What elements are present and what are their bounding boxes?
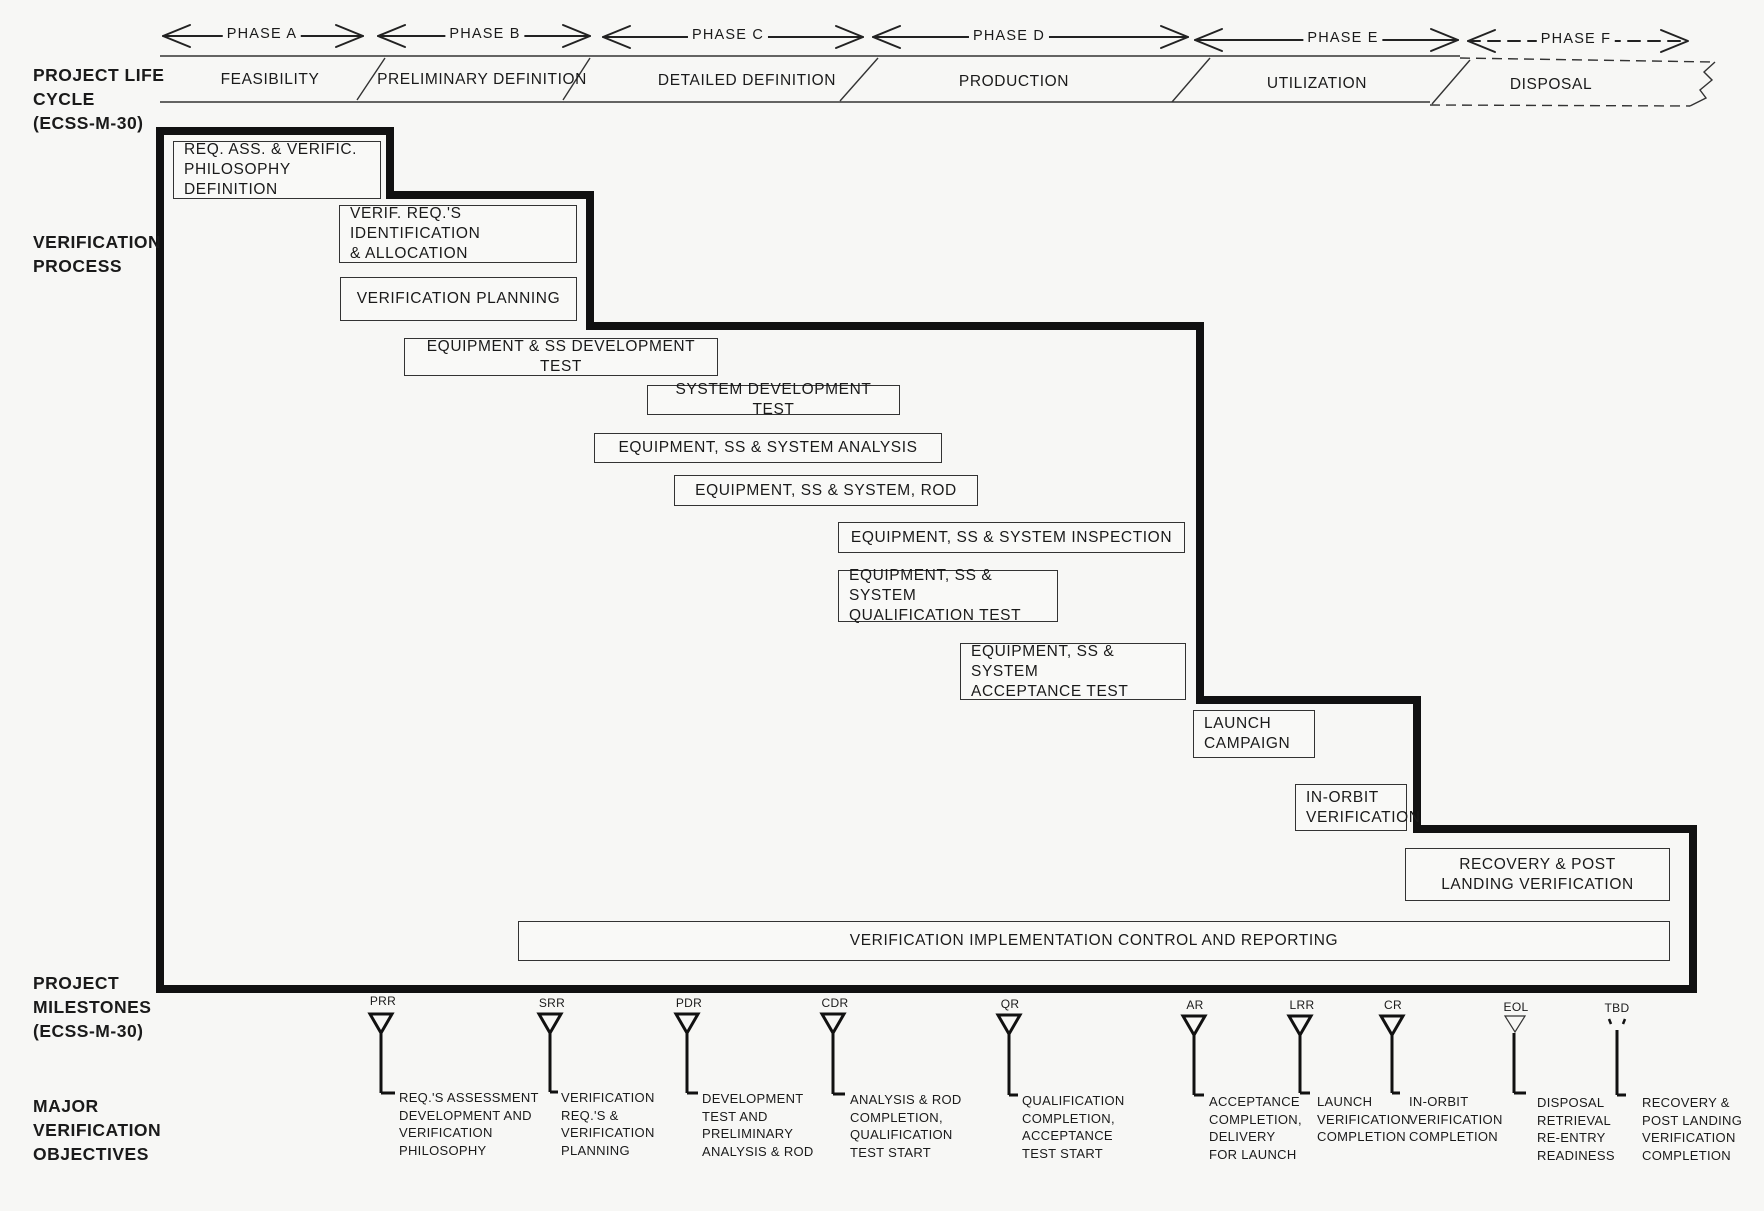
milestone-srr: SRR xyxy=(538,996,566,1010)
lifecycle-preliminary-definition: PRELIMINARY DEFINITION xyxy=(377,71,587,88)
phase-c-label: PHASE C xyxy=(687,27,769,43)
objective-cdr: ANALYSIS & ROD COMPLETION, QUALIFICATION… xyxy=(850,1092,962,1160)
objectives-label: MAJOR VERIFICATION OBJECTIVES xyxy=(33,1096,162,1164)
milestones-label: PROJECT MILESTONES (ECSS-M-30) xyxy=(33,973,152,1041)
milestone-cdr: CDR xyxy=(821,996,849,1010)
lifecycle-disposal: DISPOSAL xyxy=(1509,76,1593,93)
objective-cr: IN-ORBIT VERIFICATION COMPLETION xyxy=(1409,1094,1503,1144)
milestone-pdr: PDR xyxy=(675,996,703,1010)
objective-srr: VERIFICATION REQ.'S & VERIFICATION PLANN… xyxy=(561,1090,655,1158)
objective-ar: ACCEPTANCE COMPLETION, DELIVERY FOR LAUN… xyxy=(1209,1094,1302,1162)
phase-b-label: PHASE B xyxy=(445,26,525,42)
objective-eol: DISPOSAL RETRIEVAL RE-ENTRY READINESS xyxy=(1537,1095,1615,1163)
milestone-lrr: LRR xyxy=(1289,998,1315,1012)
milestone-prr: PRR xyxy=(369,994,397,1008)
objective-pdr: DEVELOPMENT TEST AND PRELIMINARY ANALYSI… xyxy=(702,1091,814,1159)
objective-qr: QUALIFICATION COMPLETION, ACCEPTANCE TES… xyxy=(1022,1093,1125,1161)
lifecycle-detailed-definition: DETAILED DEFINITION xyxy=(657,72,837,89)
activity-launch-campaign: LAUNCH CAMPAIGN xyxy=(1193,710,1315,758)
verification-process-label: VERIFICATION PROCESS xyxy=(33,232,162,276)
phase-a-label: PHASE A xyxy=(222,26,302,42)
activity-verification-planning: VERIFICATION PLANNING xyxy=(340,277,577,321)
activity-req-assessment-philosophy: REQ. ASS. & VERIFIC. PHILOSOPHY DEFINITI… xyxy=(173,141,381,199)
milestone-cr: CR xyxy=(1384,998,1402,1012)
activity-equipment-ss-system-qualification-test: EQUIPMENT, SS & SYSTEM QUALIFICATION TES… xyxy=(838,567,1058,624)
activity-equipment-ss-system-inspection: EQUIPMENT, SS & SYSTEM INSPECTION xyxy=(838,522,1185,553)
activity-equipment-ss-system-rod: EQUIPMENT, SS & SYSTEM, ROD xyxy=(674,475,978,506)
objective-prr: REQ.'S ASSESSMENT DEVELOPMENT AND VERIFI… xyxy=(399,1090,539,1158)
lifecycle-utilization: UTILIZATION xyxy=(1266,75,1368,92)
milestone-eol: EOL xyxy=(1503,1000,1529,1014)
activity-verif-req-identification: VERIF. REQ.'S IDENTIFICATION & ALLOCATIO… xyxy=(339,205,577,263)
milestone-ar: AR xyxy=(1186,998,1204,1012)
activity-equipment-ss-system-analysis: EQUIPMENT, SS & SYSTEM ANALYSIS xyxy=(594,433,942,463)
lifecycle-production: PRODUCTION xyxy=(958,73,1070,90)
activity-equipment-ss-development-test: EQUIPMENT & SS DEVELOPMENT TEST xyxy=(404,338,718,376)
milestone-tbd: TBD xyxy=(1604,1001,1630,1015)
objective-lrr: LAUNCH VERIFICATION COMPLETION xyxy=(1317,1094,1411,1144)
phase-e-label: PHASE E xyxy=(1303,30,1383,46)
activity-recovery-post-landing-verification: RECOVERY & POST LANDING VERIFICATION xyxy=(1405,848,1670,901)
activity-verification-implementation-control-reporting: VERIFICATION IMPLEMENTATION CONTROL AND … xyxy=(518,921,1670,961)
activity-in-orbit-verification: IN-ORBIT VERIFICATION xyxy=(1295,784,1420,831)
activity-equipment-ss-system-acceptance-test: EQUIPMENT, SS & SYSTEM ACCEPTANCE TEST xyxy=(960,643,1186,700)
activity-system-development-test: SYSTEM DEVELOPMENT TEST xyxy=(647,381,900,418)
phase-f-label: PHASE F xyxy=(1536,31,1616,47)
life-cycle-label: PROJECT LIFE CYCLE (ECSS-M-30) xyxy=(33,65,165,133)
phase-d-label: PHASE D xyxy=(968,28,1050,44)
objective-tbd: RECOVERY & POST LANDING VERIFICATION COM… xyxy=(1642,1095,1743,1163)
lifecycle-feasibility: FEASIBILITY xyxy=(220,71,320,88)
milestone-qr: QR xyxy=(1000,997,1020,1011)
